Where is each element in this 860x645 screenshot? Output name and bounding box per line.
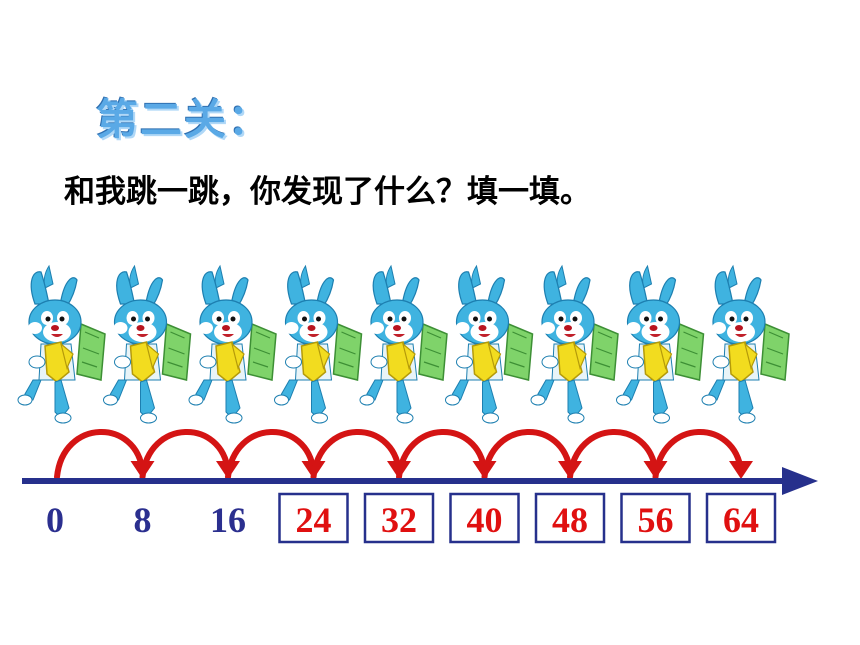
- rabbit-figure: [273, 265, 363, 424]
- jump-arc: [225, 429, 317, 480]
- instruction-text: 和我跳一跳，你发现了什么？填一填。: [64, 174, 591, 210]
- answer-number-label: 56: [638, 500, 674, 540]
- answer-number-label: 24: [296, 500, 332, 540]
- jump-arc: [139, 429, 231, 480]
- jump-arc: [481, 429, 573, 480]
- answer-number-label: 48: [552, 500, 588, 540]
- jump-arc: [396, 429, 488, 480]
- given-number-label: 16: [210, 500, 246, 540]
- answer-box[interactable]: [534, 492, 606, 544]
- answer-number-label: 40: [467, 500, 503, 540]
- answer-number-label: 32: [381, 500, 417, 540]
- rabbit-figure: [102, 265, 192, 424]
- answer-box[interactable]: [278, 492, 349, 544]
- answer-box[interactable]: [363, 492, 435, 544]
- rabbit-figure: [701, 265, 790, 424]
- answer-number-label: 64: [723, 500, 759, 540]
- answer-box[interactable]: [705, 492, 777, 544]
- jump-arc: [567, 429, 659, 480]
- given-number-label: 0: [46, 500, 64, 540]
- page-title: 第二关：: [96, 95, 273, 144]
- answer-box[interactable]: [449, 492, 520, 544]
- jump-arc: [54, 429, 146, 480]
- jump-arc: [652, 429, 744, 480]
- rabbit-figure: [17, 265, 106, 424]
- rabbit-figure: [615, 265, 705, 424]
- jump-arc: [310, 429, 402, 480]
- rabbit-figure: [359, 265, 448, 424]
- axis-arrowhead: [782, 467, 818, 495]
- jump-arrowhead: [729, 461, 753, 479]
- rabbit-figure: [530, 265, 619, 424]
- given-number-label: 8: [134, 500, 152, 540]
- answer-box[interactable]: [620, 492, 691, 544]
- rabbit-figure: [188, 265, 277, 424]
- rabbit-figure: [444, 265, 534, 424]
